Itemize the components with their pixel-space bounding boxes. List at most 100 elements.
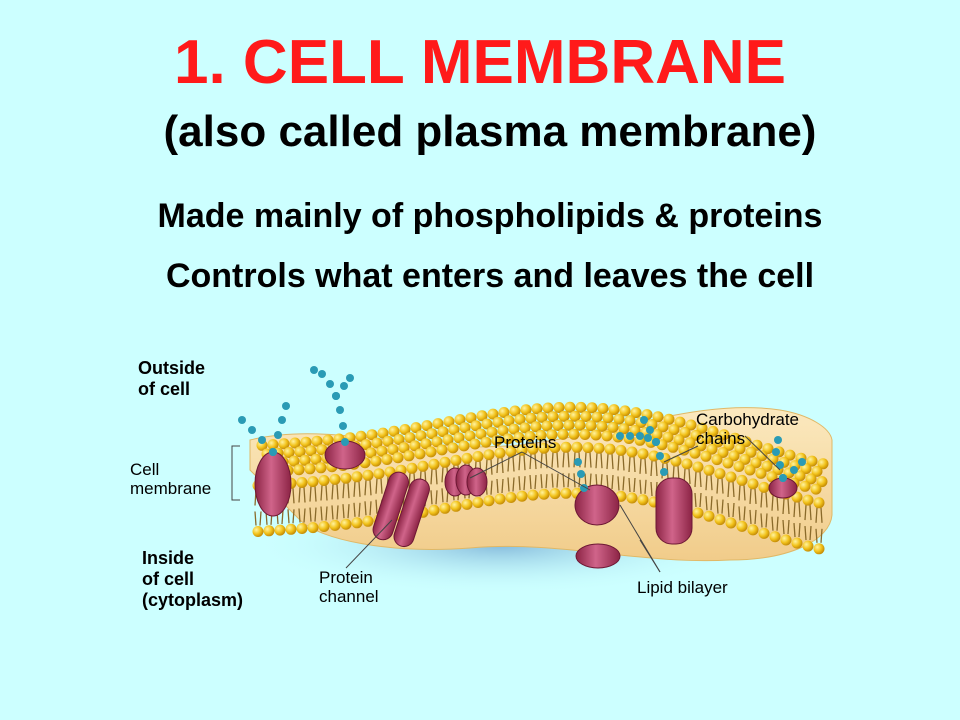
lipid-head bbox=[514, 413, 526, 425]
lipid-head bbox=[318, 475, 330, 486]
lipid-tail bbox=[589, 473, 592, 488]
protein-channel bbox=[372, 471, 430, 548]
carbohydrate-bead bbox=[269, 448, 277, 456]
lipid-head bbox=[692, 461, 704, 473]
lipid-head bbox=[362, 469, 374, 481]
label-proteins: Proteins bbox=[494, 433, 557, 452]
pointer-carb-left bbox=[663, 445, 699, 463]
lipid-tail bbox=[369, 480, 372, 496]
lipid-head bbox=[670, 455, 682, 467]
lipid-tail bbox=[347, 504, 350, 519]
lipid-tail bbox=[331, 484, 334, 500]
lipid-head bbox=[492, 416, 504, 428]
lipid-tail bbox=[694, 471, 697, 488]
lipid-head bbox=[707, 425, 719, 437]
carbohydrate-bead bbox=[318, 370, 326, 378]
lipid-head bbox=[685, 419, 697, 431]
lipid-head bbox=[684, 437, 696, 449]
lipid-tail bbox=[435, 469, 438, 485]
lipid-tail bbox=[254, 511, 257, 526]
lipid-head bbox=[428, 504, 440, 516]
lipid-tail bbox=[710, 475, 713, 491]
protein-left bbox=[254, 451, 292, 517]
lipid-tail bbox=[496, 478, 499, 494]
lipid-head bbox=[497, 425, 509, 437]
lipid-head bbox=[571, 441, 583, 453]
lipid-head bbox=[725, 471, 737, 483]
lipid-head bbox=[318, 521, 330, 532]
lipid-head bbox=[756, 450, 768, 462]
lipid-head bbox=[382, 435, 394, 447]
label-cell-membrane-line1: Cell bbox=[130, 460, 160, 479]
lipid-tail bbox=[754, 488, 757, 504]
lipid-head bbox=[547, 411, 559, 423]
lipid-tail bbox=[259, 511, 262, 526]
lipid-head bbox=[591, 411, 603, 423]
lipid-tail bbox=[639, 458, 642, 474]
lipid-head bbox=[465, 412, 477, 424]
lipid-tail bbox=[298, 508, 301, 523]
pointer-proteins-right bbox=[521, 451, 591, 491]
lipid-head bbox=[503, 415, 515, 427]
lipid-head bbox=[662, 431, 674, 443]
lipid-head bbox=[502, 433, 514, 445]
lipid-head bbox=[505, 446, 517, 457]
lipid-head bbox=[458, 440, 470, 452]
lipid-head bbox=[725, 517, 737, 529]
pointer-lipid-right bbox=[639, 539, 661, 573]
carbohydrate-bead bbox=[636, 432, 644, 440]
lipid-head bbox=[263, 525, 275, 537]
carbohydrate-bead bbox=[772, 448, 780, 456]
lipid-head bbox=[701, 433, 713, 445]
lipid-tail bbox=[364, 480, 367, 496]
lipid-tail bbox=[611, 475, 614, 490]
lipid-head bbox=[536, 411, 548, 423]
lipid-head bbox=[450, 500, 462, 512]
lipid-head bbox=[414, 448, 426, 460]
lipid-tail bbox=[617, 455, 620, 471]
carbohydrate-bead bbox=[341, 438, 349, 446]
lipid-head bbox=[657, 421, 669, 433]
lipid-head bbox=[393, 434, 405, 445]
lipid-tail bbox=[705, 475, 708, 491]
pointer-proteins-left bbox=[469, 451, 523, 479]
lipid-head bbox=[780, 534, 792, 546]
label-lipid-bilayer: Lipid bilayer bbox=[637, 578, 728, 597]
lipid-tail bbox=[584, 452, 587, 468]
label-protein-channel-line2: channel bbox=[319, 587, 379, 606]
lipid-tail bbox=[408, 473, 411, 489]
carbohydrate-bead bbox=[776, 461, 784, 469]
lipid-head bbox=[403, 450, 415, 462]
lipid-tail bbox=[749, 488, 752, 504]
lipid-tail bbox=[556, 452, 559, 468]
lipid-tail bbox=[556, 473, 559, 488]
lipid-head bbox=[626, 492, 638, 504]
lipid-tail bbox=[347, 483, 350, 499]
lipid-tail bbox=[573, 473, 576, 488]
lipid-head bbox=[505, 492, 517, 503]
lipid-head bbox=[674, 416, 686, 428]
lipid-head bbox=[557, 428, 569, 440]
lipid-tail bbox=[738, 485, 741, 501]
lipid-tail bbox=[485, 459, 488, 475]
lipid-head bbox=[274, 524, 286, 536]
carbohydrate-bead bbox=[644, 434, 652, 442]
lipid-head bbox=[304, 463, 316, 475]
lipid-head bbox=[626, 446, 638, 458]
lipid-head bbox=[431, 436, 443, 448]
lipid-head bbox=[590, 429, 602, 441]
lipid-tail bbox=[809, 526, 812, 541]
lipid-tail bbox=[804, 505, 807, 521]
lipid-head bbox=[305, 445, 317, 457]
lipid-tail bbox=[699, 492, 702, 508]
lipid-tail bbox=[309, 507, 312, 522]
lipid-head bbox=[755, 467, 767, 479]
lipid-tail bbox=[738, 506, 741, 521]
label-cell-membrane: Cell membrane bbox=[130, 460, 211, 498]
lipid-head bbox=[542, 402, 554, 414]
lipid-head bbox=[285, 523, 297, 535]
lipid-head bbox=[580, 411, 592, 422]
lipid-head bbox=[520, 404, 532, 416]
lipid-head bbox=[618, 423, 630, 435]
